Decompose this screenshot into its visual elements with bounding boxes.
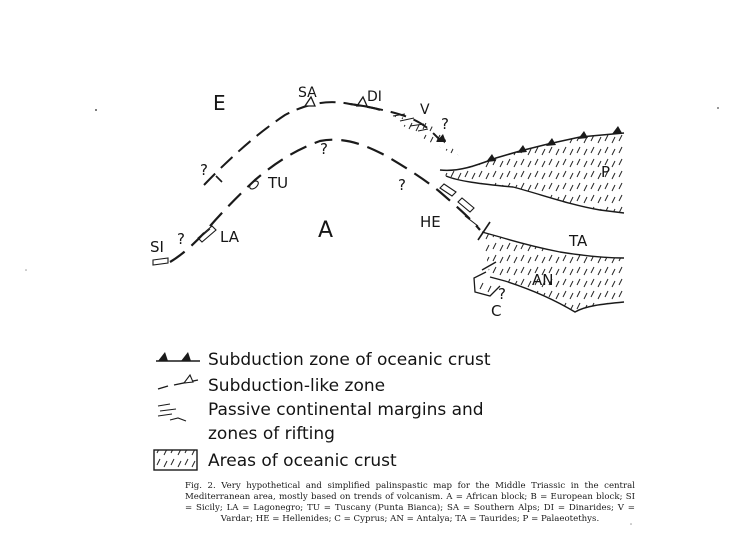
- palaeotethys-subduction-line: [439, 132, 625, 172]
- legend-passive-margins-label: Passive continental margins and: [208, 400, 484, 420]
- legend-oceanic-crust-spacer: [150, 450, 198, 472]
- legend-subduction-like-symbol: [157, 373, 199, 390]
- label-cyprus: C: [491, 302, 502, 320]
- legend-item-subduction: Subduction zone of oceanic crust: [150, 348, 491, 372]
- legend-oceanic-crust-label: Areas of oceanic crust: [208, 451, 397, 471]
- question-mark-west: ?: [200, 161, 208, 179]
- label-dinarides: DI: [367, 89, 382, 105]
- label-lagonegro: LA: [220, 228, 239, 246]
- legend-passive-margins-spacer: [150, 399, 198, 421]
- legend-oceanic-crust-symbol: [153, 449, 198, 471]
- label-palaeotethys: P: [601, 163, 611, 181]
- question-mark-hellenides: ?: [398, 176, 406, 194]
- antalya-cross-bar: [481, 261, 497, 271]
- antalya-lower-margin: [489, 276, 625, 313]
- palaeotethys-southern-margin: [445, 175, 625, 214]
- label-vardar: V: [420, 102, 430, 118]
- label-sicily: SI: [150, 238, 164, 256]
- hellenide-cross-bar: [477, 221, 491, 241]
- tuscany-rift-marks: [249, 180, 259, 190]
- legend-item-oceanic-crust: Areas of oceanic crust: [150, 449, 397, 473]
- legend-subduction-label: Subduction zone of oceanic crust: [208, 350, 491, 370]
- legend-subduction-like-label: Subduction-like zone: [208, 376, 386, 396]
- northern-subduction-like-front: [203, 101, 441, 186]
- legend-rifting-label: zones of rifting: [208, 424, 335, 444]
- legend-item-passive-margins: Passive continental margins and: [150, 398, 484, 422]
- sicily-rift-marks: [152, 257, 169, 266]
- vardar-subduction-tooth: [436, 134, 446, 142]
- legend-rifting-spacer: [150, 423, 198, 445]
- question-mark-top: ?: [320, 140, 328, 158]
- legend-subduction-symbol: [156, 352, 200, 362]
- cyprus-hatch: [479, 282, 492, 293]
- label-taurides: TA: [569, 232, 588, 250]
- vardar-ocean-area: [392, 114, 463, 160]
- question-mark-sicily: ?: [177, 230, 185, 248]
- legend-passive-margin-symbol: [157, 403, 187, 422]
- legend-item-subduction-like: Subduction-like zone: [150, 374, 385, 398]
- antalya-upper-margin: [481, 231, 625, 259]
- dinarides-solid-segment: [349, 103, 381, 111]
- southern-margin-line: [169, 138, 481, 263]
- label-hellenides: HE: [420, 213, 441, 231]
- label-tuscany: TU: [268, 174, 289, 192]
- question-mark-vardar: ?: [441, 115, 449, 133]
- figure-caption-text: Fig. 2. Very hypothetical and simplified…: [185, 481, 635, 524]
- label-european-block: E: [213, 91, 226, 115]
- label-african-block: A: [318, 218, 334, 243]
- label-antalya: AN: [532, 271, 554, 289]
- legend-subduction-like-spacer: [150, 375, 198, 397]
- figure-caption: Fig. 2. Very hypothetical and simplified…: [185, 481, 635, 525]
- antalya-ocean-area: [482, 232, 624, 312]
- hellenides-rift-marks: [439, 183, 479, 227]
- legend-subduction-spacer: [150, 349, 198, 371]
- legend-item-rifting: zones of rifting: [150, 422, 335, 446]
- label-southern-alps: SA: [298, 85, 317, 101]
- palaeotethys-subduction-teeth: [486, 126, 622, 162]
- question-mark-cyprus: ?: [498, 285, 506, 303]
- lagonegro-rift-marks: [197, 225, 217, 243]
- cyprus-outline: [473, 271, 501, 297]
- palaeotethys-ocean-area: [440, 133, 624, 213]
